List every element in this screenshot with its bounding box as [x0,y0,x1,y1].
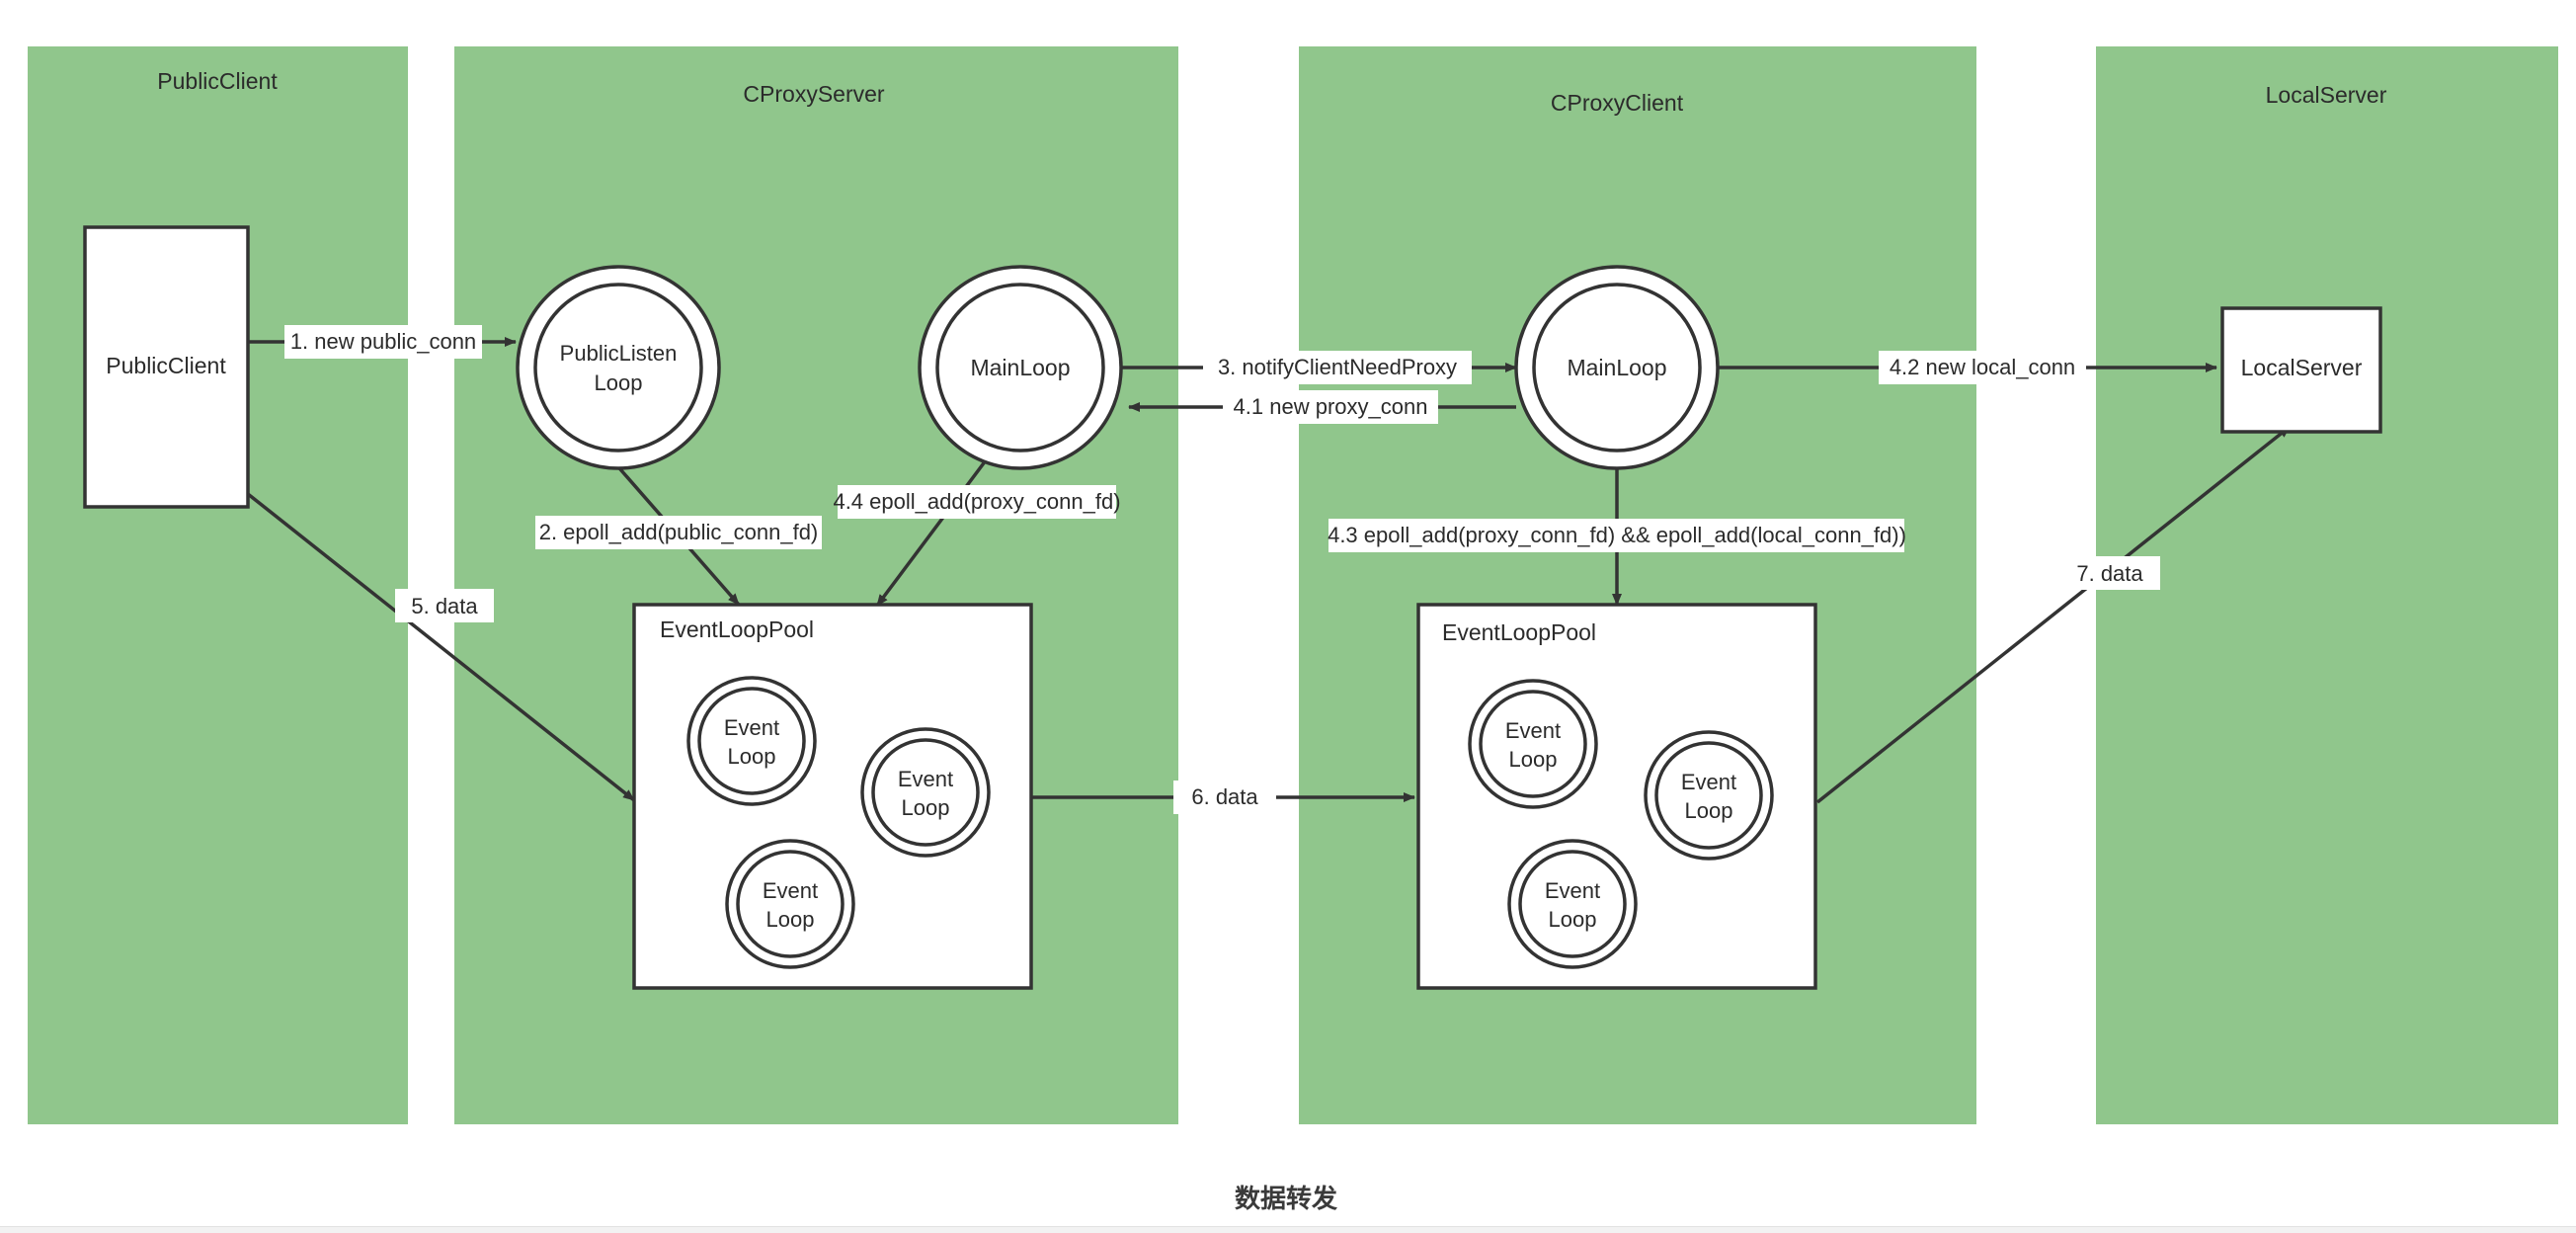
edge-7-data-label-bg [2059,556,2160,590]
edge-6-data: 6. data [1031,781,1415,814]
edge-42-label-bg [1879,351,2086,384]
server-event-loop-3-inner[interactable] [736,850,845,958]
server-event-loop-1-label-line1: Event [724,715,779,740]
client-event-loop-3-label-line2: Loop [1549,907,1597,932]
node-public-listen-loop-inner[interactable] [533,283,703,452]
edge-5-data-label-bg [395,589,494,622]
client-event-loop-2-label-line1: Event [1681,770,1736,794]
client-event-loop-2-label-line2: Loop [1685,798,1733,823]
client-event-loop-3-inner[interactable] [1518,850,1627,958]
server-event-loop-3[interactable]: Event Loop [725,839,855,969]
edge-3-notify-client-need-proxy: 3. notifyClientNeedProxy [1119,351,1517,384]
edge-44-epoll-add: 4.4 epoll_add(proxy_conn_fd) [833,443,1121,608]
edge-41-label-bg [1223,390,1438,424]
client-event-loop-1-label-line2: Loop [1509,747,1558,772]
edge-5-data: 5. data [246,492,636,802]
edge-2-label: 2. epoll_add(public_conn_fd) [539,520,819,544]
server-event-loop-2-inner[interactable] [871,738,980,847]
node-server-main-loop[interactable]: MainLoop [918,265,1123,470]
node-client-main-loop[interactable]: MainLoop [1514,265,1720,470]
node-client-event-loop-pool[interactable]: EventLoopPool Event Loop Event Loop Even… [1416,603,1817,990]
node-client-main-loop-label: MainLoop [1567,355,1666,380]
server-event-loop-1-inner[interactable] [697,687,806,795]
node-public-client-box[interactable] [83,225,250,509]
lane-localserver-bg [2096,46,2558,1124]
edge-1-new-public-conn: 1. new public_conn [248,325,517,359]
node-server-main-loop-inner[interactable] [935,283,1105,452]
server-event-loop-3-label-line1: Event [763,878,818,903]
diagram-caption: 数据转发 [1235,1184,1337,1213]
edge-42-label: 4.2 new local_conn [1890,355,2075,379]
edge-41-new-proxy-conn: 4.1 new proxy_conn [1128,390,1516,424]
client-event-loop-1[interactable]: Event Loop [1468,679,1598,809]
client-event-loop-1-label-line1: Event [1505,718,1561,743]
node-public-client-label: PublicClient [106,353,226,378]
client-event-loop-2-inner[interactable] [1654,741,1763,850]
edge-3-label-bg [1203,351,1472,384]
server-event-loop-1-label-line2: Loop [728,744,776,769]
node-local-server[interactable]: LocalServer [2220,306,2382,434]
edge-1-label: 1. new public_conn [290,329,476,354]
edge-6-data-label-bg [1173,781,1276,814]
node-local-server-box[interactable] [2220,306,2382,434]
edge-42-new-local-conn: 4.2 new local_conn [1719,351,2217,384]
edge-6-data-label: 6. data [1191,784,1258,809]
client-event-loop-1-inner[interactable] [1479,690,1587,798]
edge-43-label-bg [1328,519,1904,552]
edge-3-label: 3. notifyClientNeedProxy [1218,355,1457,379]
lane-publicclient-bg [28,46,408,1124]
edge-43-epoll-add: 4.3 epoll_add(proxy_conn_fd) && epoll_ad… [1328,464,1906,606]
edge-7-data-line [1815,425,2292,804]
edge-1-label-bg [284,325,482,359]
edge-44-label-bg [838,485,1116,519]
node-server-event-loop-pool-title: EventLoopPool [660,616,814,642]
edge-7-data-label: 7. data [2076,561,2143,586]
node-client-event-loop-pool-title: EventLoopPool [1442,619,1596,645]
edge-41-label: 4.1 new proxy_conn [1234,394,1428,419]
edge-43-label: 4.3 epoll_add(proxy_conn_fd) && epoll_ad… [1328,523,1906,547]
edge-5-data-line [246,492,636,802]
edge-2-label-bg [535,516,822,549]
client-event-loop-2[interactable]: Event Loop [1644,730,1774,861]
bottom-strip [0,1226,2576,1233]
edge-44-label: 4.4 epoll_add(proxy_conn_fd) [833,489,1120,514]
node-local-server-label: LocalServer [2241,355,2363,380]
node-server-main-loop-label: MainLoop [970,355,1070,380]
node-server-event-loop-pool[interactable]: EventLoopPool Event Loop Event Loop Even… [632,603,1033,990]
server-event-loop-2-label-line2: Loop [902,795,950,820]
server-event-loop-2-label-line1: Event [898,767,953,791]
edge-44-line [875,443,1000,608]
lane-localserver-title: LocalServer [2266,82,2387,108]
node-public-listen-loop-label-line1: PublicListen [560,341,678,366]
lane-cproxyserver-title: CProxyServer [743,81,884,107]
server-event-loop-1[interactable]: Event Loop [686,676,817,806]
node-public-client[interactable]: PublicClient [83,225,250,509]
lane-cproxyclient-title: CProxyClient [1551,90,1684,116]
edge-7-data: 7. data [1815,425,2292,804]
lane-publicclient: PublicClient [28,46,408,1124]
edge-2-epoll-add: 2. epoll_add(public_conn_fd) [535,436,822,607]
client-event-loop-3-label-line1: Event [1545,878,1600,903]
server-event-loop-2[interactable]: Event Loop [860,727,991,858]
lane-localserver: LocalServer [2096,46,2558,1124]
node-public-listen-loop-label-line2: Loop [595,370,643,395]
client-event-loop-3[interactable]: Event Loop [1507,839,1638,969]
node-client-main-loop-inner[interactable] [1532,283,1702,452]
server-event-loop-3-label-line2: Loop [766,907,815,932]
node-public-listen-loop[interactable]: PublicListen Loop [516,265,721,470]
lane-publicclient-title: PublicClient [157,68,278,94]
edge-5-data-label: 5. data [411,594,478,618]
